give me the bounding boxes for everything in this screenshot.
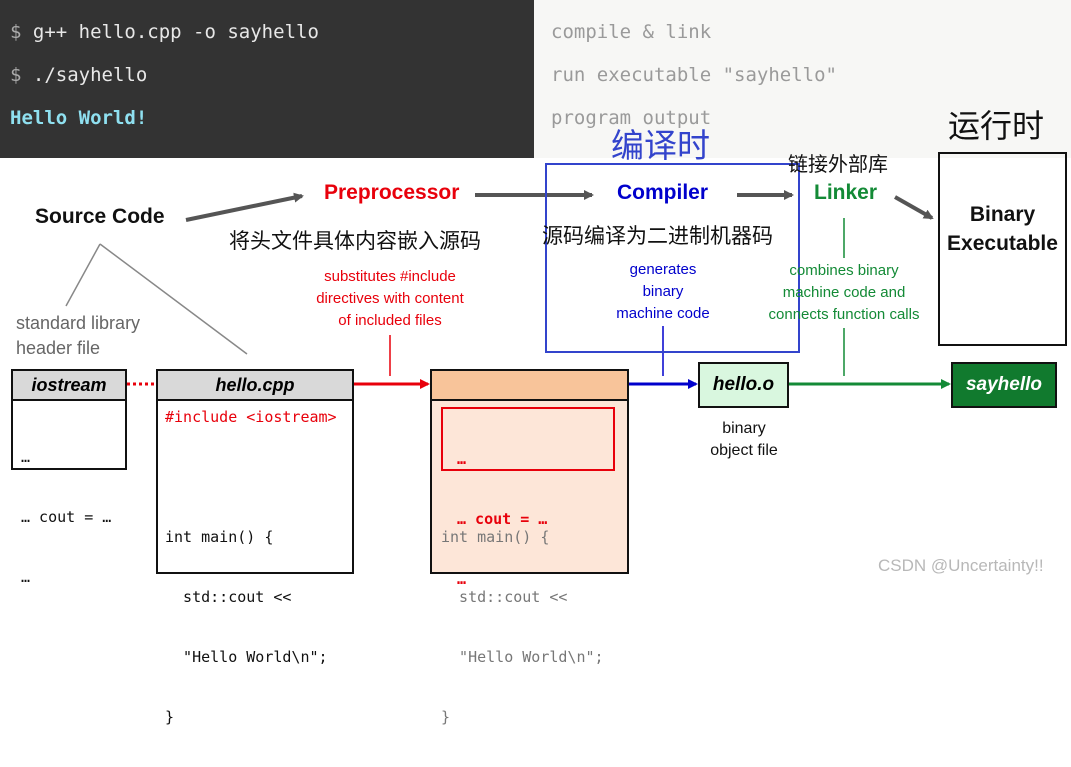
preprocessed-main: int main() { std::cout << "Hello World\n…: [441, 528, 604, 726]
arrow-source-to-preprocessor: [185, 192, 304, 222]
note-compile-link: compile & link: [551, 21, 712, 43]
compiler-label: Compiler: [617, 181, 709, 204]
iostream-content: … … cout = … …: [21, 448, 112, 586]
notes-panel: compile & link run executable "sayhello"…: [534, 0, 1071, 158]
binary-executable-label: Binary Executable: [947, 203, 1058, 255]
iostream-file-header: iostream: [11, 369, 127, 401]
sayhello-executable: sayhello: [951, 362, 1057, 408]
preprocessed-file-header: [430, 369, 629, 401]
terminal-line-run: $ ./sayhello: [10, 64, 148, 86]
linker-description: combines binary machine code and connect…: [768, 262, 920, 323]
watermark: CSDN @Uncertainty!!: [878, 556, 1044, 575]
preprocessor-description: substitutes #include directives with con…: [316, 268, 464, 329]
line-source-to-hello-cpp: [99, 243, 248, 355]
preprocessor-cn-description: 将头文件具体内容嵌入源码: [229, 229, 481, 253]
linker-label: Linker: [814, 181, 878, 204]
arrow-linker-to-binary: [894, 195, 934, 220]
hello-o-file: hello.o: [698, 362, 789, 408]
hello-cpp-file-header: hello.cpp: [156, 369, 354, 401]
compiler-cn-description: 源码编译为二进制机器码: [542, 224, 773, 248]
source-code-label: Source Code: [35, 205, 165, 228]
terminal-line-compile: $ g++ hello.cpp -o sayhello: [10, 21, 319, 43]
diagram-arrows: [65, 190, 951, 389]
note-program-output: program output: [551, 107, 712, 129]
include-directive: #include <iostream>: [165, 408, 337, 426]
hello-cpp-file-body: #include <iostream> int main() { std::co…: [156, 399, 354, 726]
hello-cpp-main: int main() { std::cout << "Hello World\n…: [165, 528, 328, 726]
link-external-libs-label: 链接外部库: [788, 152, 888, 176]
line-source-to-header-label: [65, 243, 101, 307]
object-file-description: binary object file: [710, 420, 778, 459]
preprocessor-label: Preprocessor: [324, 181, 460, 204]
inserted-header-content: … … cout = … …: [457, 450, 548, 588]
runtime-label: 运行时: [948, 107, 1045, 145]
binary-executable-box: [938, 152, 1067, 346]
terminal-panel: $ g++ hello.cpp -o sayhello $ ./sayhello…: [0, 0, 534, 158]
compile-time-frame: [545, 163, 800, 353]
header-file-description: standard library header file: [16, 313, 141, 358]
inserted-header-content-box: … … cout = … …: [441, 407, 615, 588]
terminal-output: Hello World!: [10, 107, 148, 129]
preprocessed-file-body: … … cout = … … int main() { std::cout <<…: [430, 399, 629, 726]
iostream-file-body: … … cout = … …: [11, 399, 127, 586]
note-run-executable: run executable "sayhello": [551, 64, 837, 86]
compiler-description: generates binary machine code: [616, 261, 710, 322]
compile-time-label: 编译时: [611, 126, 710, 165]
